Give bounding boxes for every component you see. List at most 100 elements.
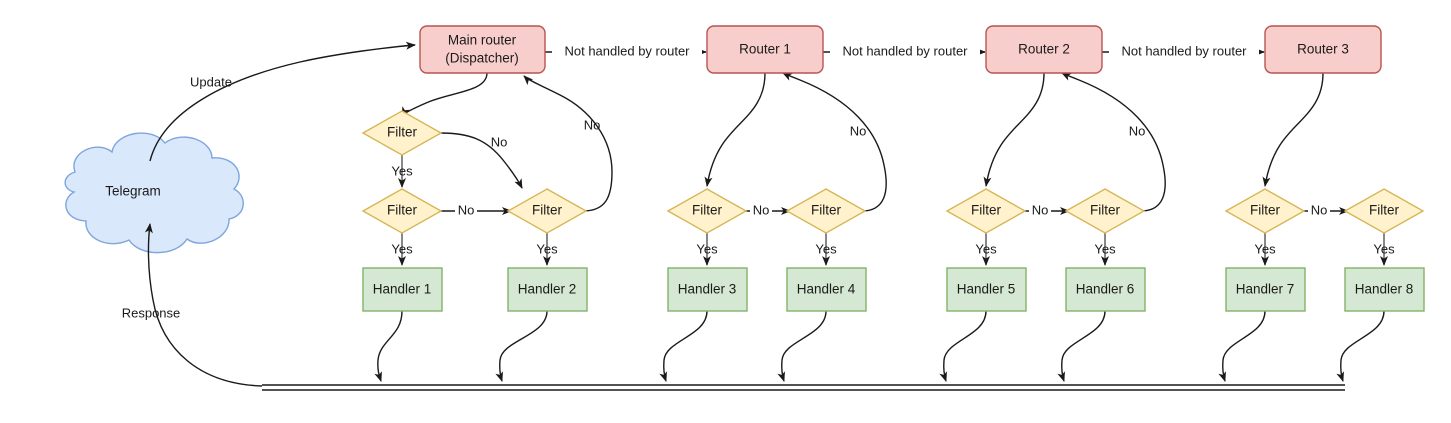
handler-8-label: Handler 8 — [1355, 282, 1414, 297]
main-router-label-line1: Main router — [448, 33, 517, 48]
edge-response: Response — [122, 223, 263, 387]
node-filter-7[interactable]: Filter — [1064, 188, 1146, 234]
node-filter-3[interactable]: Filter — [506, 188, 588, 234]
edge-filter8-yes-to-handler7: Yes — [1254, 233, 1276, 266]
handler-5-label: Handler 5 — [957, 282, 1016, 297]
node-main-router[interactable]: Main router (Dispatcher) — [419, 25, 546, 74]
edge-filter2-no-to-filter3: No — [441, 202, 512, 219]
edge-label-no-1: No — [491, 134, 508, 149]
edge-label-bg-2 — [830, 44, 980, 61]
filter-3-label: Filter — [532, 203, 563, 218]
edge-label-bg-1 — [552, 44, 702, 61]
router-2-box — [985, 25, 1103, 74]
node-router-2[interactable]: Router 2 — [985, 25, 1103, 74]
handler-2-box — [507, 267, 588, 312]
edge-label-not-handled-2: Not handled by router — [842, 43, 968, 58]
node-router-3[interactable]: Router 3 — [1264, 25, 1382, 74]
node-filter-2[interactable]: Filter — [361, 188, 443, 234]
edge-router2-to-filter6 — [983, 72, 1045, 187]
edge-label-yes-2: Yes — [391, 241, 413, 256]
filter-5-label: Filter — [811, 203, 842, 218]
router-3-label: Router 3 — [1297, 42, 1349, 57]
filter-5-diamond — [785, 188, 867, 234]
node-handler-1[interactable]: Handler 1 — [362, 267, 443, 312]
filter-9-diamond — [1343, 188, 1425, 234]
filter-4-label: Filter — [692, 203, 723, 218]
edge-update: Update — [149, 41, 416, 162]
edge-router1-to-filter4 — [704, 72, 766, 187]
handler-6-label: Handler 6 — [1076, 282, 1135, 297]
edge-label-bg-no7 — [1029, 203, 1051, 219]
node-handler-7[interactable]: Handler 7 — [1225, 267, 1306, 312]
edge-filter5-no-to-router1: No — [782, 72, 887, 212]
edge-label-not-handled-1: Not handled by router — [564, 43, 690, 58]
edge-filter6-no-to-filter7: No — [1025, 202, 1070, 219]
node-handler-2[interactable]: Handler 2 — [507, 267, 588, 312]
edge-router3-to-filter8 — [1262, 72, 1324, 187]
main-router-label-line2: (Dispatcher) — [445, 51, 519, 66]
filter-2-diamond — [361, 188, 443, 234]
node-filter-1[interactable]: Filter — [361, 110, 443, 156]
handler-6-box — [1065, 267, 1146, 312]
edge-label-yes-4: Yes — [696, 241, 718, 256]
edge-not-handled-3: Not handled by router — [1102, 43, 1265, 61]
edge-label-yes-3: Yes — [536, 241, 558, 256]
edge-label-no-8: No — [1311, 202, 1328, 217]
edge-filter5-yes-to-handler4: Yes — [815, 233, 837, 266]
edge-label-yes-5: Yes — [815, 241, 837, 256]
edge-filter8-no-to-filter9: No — [1304, 202, 1349, 219]
handler-1-box — [362, 267, 443, 312]
filter-8-label: Filter — [1250, 203, 1281, 218]
handler-7-box — [1225, 267, 1306, 312]
telegram-label: Telegram — [105, 184, 161, 199]
router-1-box — [706, 25, 824, 74]
node-handler-5[interactable]: Handler 5 — [946, 267, 1027, 312]
edge-filter3-yes-to-handler2: Yes — [536, 233, 558, 266]
edge-label-no-6: No — [1129, 123, 1146, 138]
node-filter-4[interactable]: Filter — [666, 188, 748, 234]
node-filter-9[interactable]: Filter — [1343, 188, 1425, 234]
edge-label-bg-no8 — [1308, 203, 1330, 219]
edge-label-not-handled-3: Not handled by router — [1121, 43, 1247, 58]
node-handler-6[interactable]: Handler 6 — [1065, 267, 1146, 312]
handler-4-label: Handler 4 — [797, 282, 856, 297]
handler-7-label: Handler 7 — [1236, 282, 1295, 297]
edge-label-bg-3 — [1109, 44, 1259, 61]
edge-label-no-4: No — [850, 123, 867, 138]
edge-label-no-5: No — [753, 202, 770, 217]
filter-8-diamond — [1224, 188, 1306, 234]
filter-1-diamond — [361, 110, 443, 156]
edge-label-bg-no3 — [455, 203, 477, 219]
node-filter-6[interactable]: Filter — [945, 188, 1027, 234]
edge-label-yes-6: Yes — [975, 241, 997, 256]
edge-not-handled-2: Not handled by router — [823, 43, 986, 61]
filter-3-diamond — [506, 188, 588, 234]
edge-label-bg-no5 — [750, 203, 772, 219]
filter-6-diamond — [945, 188, 1027, 234]
node-handler-8[interactable]: Handler 8 — [1344, 267, 1425, 312]
cloud-shape — [64, 132, 244, 254]
filter-4-diamond — [666, 188, 748, 234]
node-filter-8[interactable]: Filter — [1224, 188, 1306, 234]
edge-filter3-no-to-mainrouter: No — [523, 75, 613, 212]
node-router-1[interactable]: Router 1 — [706, 25, 824, 74]
handler-4-box — [786, 267, 867, 312]
edge-label-no-3: No — [458, 202, 475, 217]
node-handler-4[interactable]: Handler 4 — [786, 267, 867, 312]
handler-5-box — [946, 267, 1027, 312]
router-2-label: Router 2 — [1018, 42, 1070, 57]
edge-filter1-yes-to-filter2: Yes — [391, 155, 413, 188]
edge-filter4-no-to-filter5: No — [746, 202, 791, 219]
edge-label-response: Response — [122, 305, 181, 320]
filter-1-label: Filter — [387, 125, 418, 140]
telegram-cloud[interactable]: Telegram — [64, 132, 244, 254]
edge-filter2-yes-to-handler1: Yes — [391, 233, 413, 266]
main-router-box — [419, 25, 546, 74]
node-handler-3[interactable]: Handler 3 — [667, 267, 748, 312]
edge-label-yes-9: Yes — [1373, 241, 1395, 256]
edge-filter4-yes-to-handler3: Yes — [696, 233, 718, 266]
filter-6-label: Filter — [971, 203, 1002, 218]
edge-label-yes-7: Yes — [1094, 241, 1116, 256]
node-filter-5[interactable]: Filter — [785, 188, 867, 234]
edge-label-no-2: No — [584, 117, 601, 132]
